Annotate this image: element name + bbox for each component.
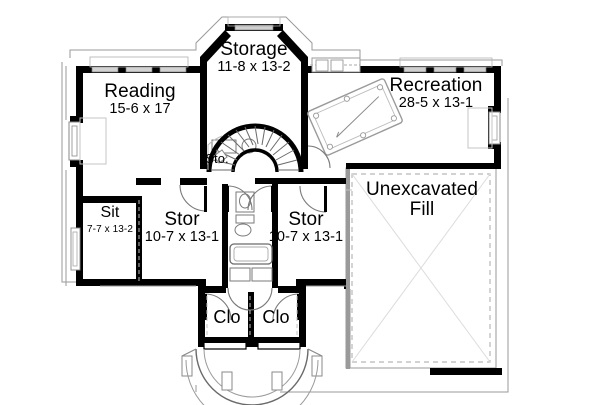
room-dim-stor-left: 10-7 x 13-1 xyxy=(144,228,220,245)
pool-table xyxy=(307,78,403,156)
room-dim-storage: 11-8 x 13-2 xyxy=(217,58,291,75)
room-name-recreation: Recreation xyxy=(389,75,483,96)
room-label-sit: Sit 7-7 x 13-2 xyxy=(83,204,137,235)
room-dim-reading: 15-6 x 17 xyxy=(109,100,171,117)
room-name-unexcavated: Unexcavated xyxy=(365,179,478,200)
room-dim-recreation: 28-5 x 13-1 xyxy=(398,94,474,111)
room-name-reading: Reading xyxy=(104,81,176,102)
bay-porch xyxy=(181,337,323,405)
spiral-staircase xyxy=(206,123,304,173)
room-label-reading: Reading 15-6 x 17 xyxy=(76,82,204,117)
room-label-unexcavated: Unexcavated Fill xyxy=(356,180,488,220)
interior-light-lines xyxy=(138,189,352,340)
room-dim-stor-right: 10-7 x 13-1 xyxy=(268,228,344,245)
windows xyxy=(68,16,501,271)
room-label-closet-right: Clo xyxy=(262,307,290,327)
room-label-recreation: Recreation 28-5 x 13-1 xyxy=(376,76,496,111)
room-name-stor-right: Stor xyxy=(288,209,324,230)
door-leaves xyxy=(204,186,327,320)
room-label-stor-right: Stor 10-7 x 13-1 xyxy=(266,210,346,245)
room-dim-unexcavated: Fill xyxy=(409,198,435,220)
room-name-storage: Storage xyxy=(220,39,288,60)
room-dim-sit: 7-7 x 13-2 xyxy=(86,223,134,235)
room-name-sit: Sit xyxy=(100,204,120,221)
door-swings xyxy=(179,145,331,321)
misc-connectors xyxy=(100,285,351,368)
room-label-closet-left: Clo xyxy=(213,307,241,327)
unexcavated-region xyxy=(345,167,497,369)
room-name-stor-left: Stor xyxy=(164,209,200,230)
room-label-storage: Storage 11-8 x 13-2 xyxy=(201,40,307,75)
room-label-sto-stair: Sto. xyxy=(205,151,229,166)
room-label-stor-left: Stor 10-7 x 13-1 xyxy=(142,210,222,245)
